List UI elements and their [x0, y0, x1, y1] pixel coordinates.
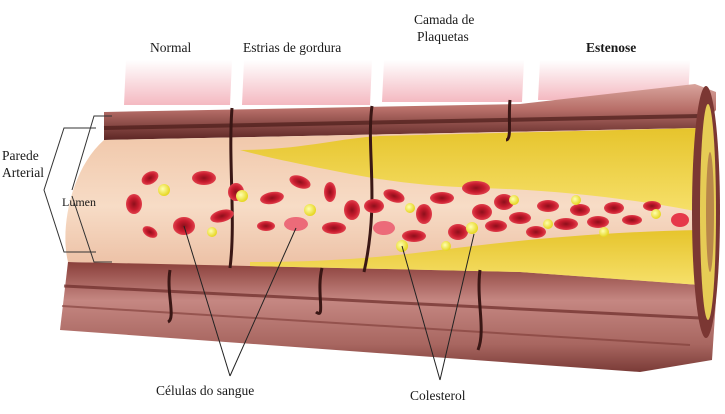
cholesterol-particle	[236, 190, 248, 202]
cholesterol-particle	[405, 203, 415, 213]
red-blood-cell	[416, 204, 432, 224]
wall-label-line2: Arterial	[2, 165, 44, 181]
red-blood-cell	[322, 222, 346, 234]
red-blood-cell	[324, 182, 336, 202]
cholesterol-particle	[599, 227, 609, 237]
red-blood-cell	[192, 171, 216, 185]
red-blood-cell	[622, 215, 642, 225]
red-blood-cell	[537, 200, 559, 212]
stage-tab-normal	[124, 60, 232, 105]
red-blood-cell	[604, 202, 624, 214]
stage-label-fatty-streaks: Estrias de gordura	[243, 40, 341, 56]
red-blood-cell	[485, 220, 507, 232]
cholesterol-particle	[543, 219, 553, 229]
red-blood-cell	[509, 212, 531, 224]
cholesterol-particle	[466, 222, 478, 234]
red-blood-cell	[257, 221, 275, 231]
cholesterol-particle	[158, 184, 170, 196]
red-blood-cell	[126, 194, 142, 214]
red-blood-cell	[462, 181, 490, 195]
cholesterol-particle	[207, 227, 217, 237]
blood-cells-label: Células do sangue	[156, 383, 254, 399]
stage-label-platelets-line2: Plaquetas	[417, 29, 469, 45]
stage-tab-fatty-streaks	[242, 60, 372, 105]
cholesterol-particle	[441, 241, 451, 251]
red-blood-cell	[587, 216, 609, 228]
red-blood-cell	[373, 221, 395, 235]
stage-label-normal: Normal	[150, 40, 191, 56]
stage-tab-platelets	[382, 60, 524, 102]
wall-label-line1: Parede	[2, 148, 39, 164]
red-blood-cell	[364, 199, 384, 213]
cholesterol-particle	[651, 209, 661, 219]
cholesterol-particle	[571, 195, 581, 205]
stage-label-stenosis: Estenose	[586, 40, 636, 56]
red-blood-cell	[344, 200, 360, 220]
stage-label-platelets-line1: Camada de	[414, 12, 474, 28]
cholesterol-particle	[509, 195, 519, 205]
red-blood-cell	[554, 218, 578, 230]
red-blood-cell	[472, 204, 492, 220]
cholesterol-particle	[304, 204, 316, 216]
lumen-label: Lumen	[62, 194, 96, 210]
red-blood-cell	[402, 230, 426, 242]
red-blood-cell	[430, 192, 454, 204]
red-blood-cell	[448, 224, 468, 240]
red-blood-cell	[643, 201, 661, 211]
cholesterol-label: Colesterol	[410, 388, 466, 404]
red-blood-cell	[526, 226, 546, 238]
red-blood-cell	[570, 204, 590, 216]
red-blood-cell	[671, 213, 689, 227]
